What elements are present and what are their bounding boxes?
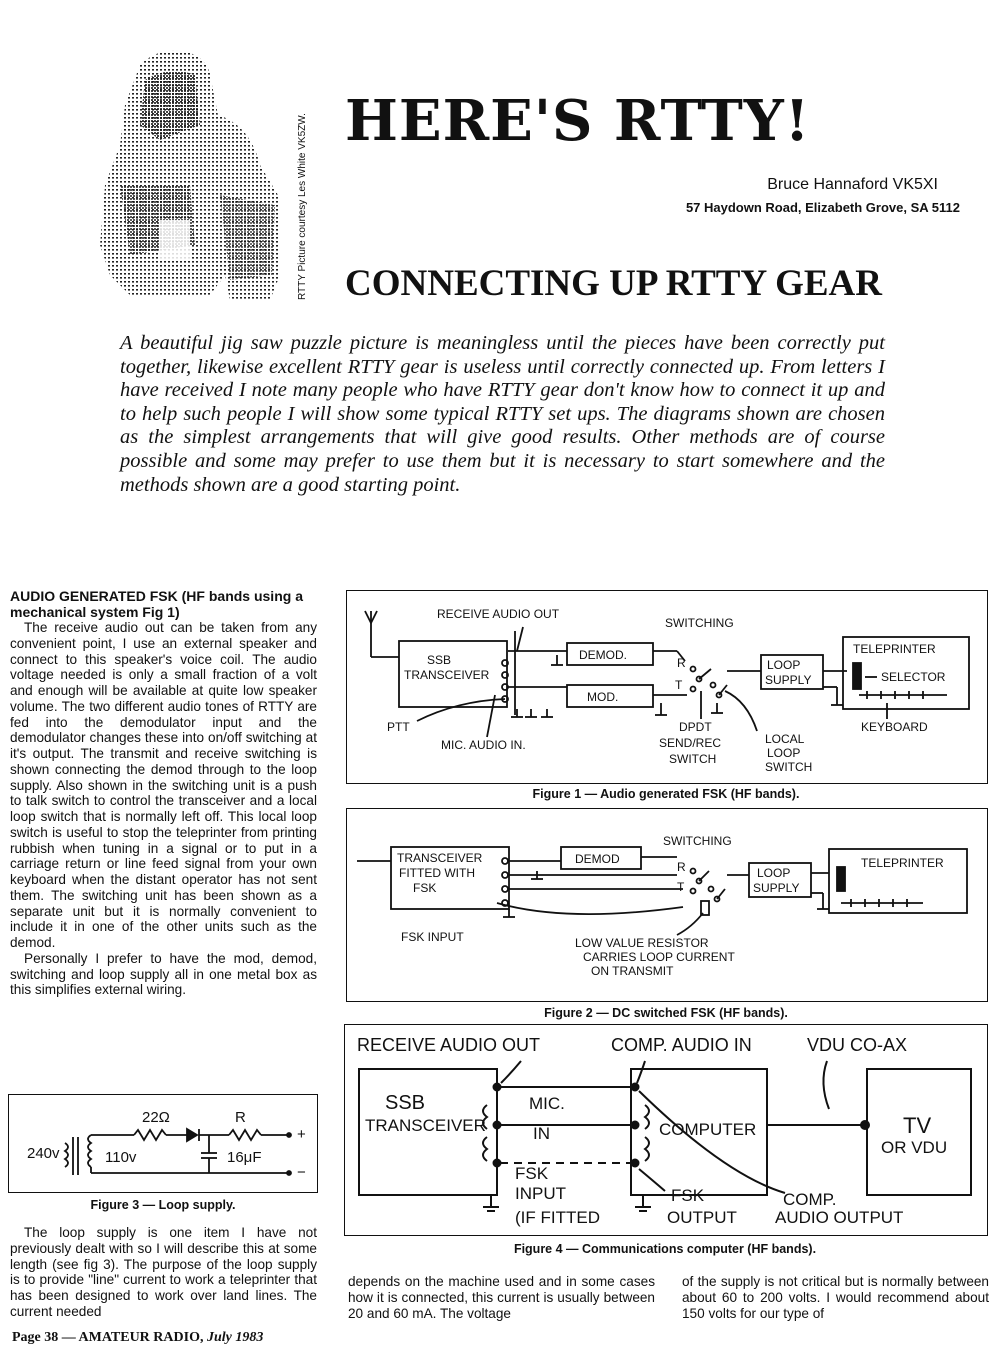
article-subtitle: CONNECTING UP RTTY GEAR <box>345 263 882 304</box>
label-fsk: FSK <box>413 881 436 895</box>
page-footer: Page 38 — AMATEUR RADIO, July 1983 <box>12 1330 263 1346</box>
label-teleprinter: TELEPRINTER <box>861 856 944 870</box>
label-comp-audio-output-1: COMP. <box>783 1190 837 1209</box>
label-mod: MOD. <box>587 690 618 704</box>
label-t: T <box>677 880 685 894</box>
label-22ohm: 22Ω <box>142 1109 170 1126</box>
body-paragraph: The loop supply is one item I have not p… <box>10 1225 317 1319</box>
label-switch: SWITCH <box>669 752 716 766</box>
label-r: R <box>235 1109 246 1126</box>
figure-3-caption: Figure 3 — Loop supply. <box>90 1198 236 1212</box>
label-tv: TV <box>903 1113 931 1138</box>
article-title: HERE'S RTTY! <box>345 88 811 154</box>
label-local: LOCAL <box>765 732 805 746</box>
label-send-rec: SEND/REC <box>659 736 721 750</box>
label-selector: SELECTOR <box>881 670 946 684</box>
label-low-value-resistor: LOW VALUE RESISTOR <box>575 936 709 950</box>
label-in: IN <box>533 1124 550 1143</box>
label-r: R <box>677 860 686 874</box>
label-dpdt: DPDT <box>679 720 712 734</box>
label-supply: SUPPLY <box>765 673 811 687</box>
picture-credit: RTTY Picture courtesy Les White VK5ZW. <box>297 113 308 300</box>
label-fitted-with: FITTED WITH <box>399 866 475 880</box>
label-r: R <box>677 656 686 670</box>
label-transceiver: TRANSCEIVER <box>365 1116 486 1135</box>
column-3: of the supply is not critical but is nor… <box>682 1274 989 1321</box>
author-address: 57 Haydown Road, Elizabeth Grove, SA 511… <box>685 200 960 215</box>
label-transceiver: TRANSCEIVER <box>397 851 483 865</box>
label-comp-audio-output-2: AUDIO OUTPUT <box>775 1208 903 1227</box>
label-fsk-input-1: FSK <box>515 1164 549 1183</box>
label-receive-audio-out: RECEIVE AUDIO OUT <box>437 607 560 621</box>
label-loop-2: LOOP <box>767 746 800 760</box>
label-switching: SWITCHING <box>663 834 732 848</box>
label-mic-audio-in: MIC. AUDIO IN. <box>441 738 526 752</box>
footer-date: July 1983 <box>206 1330 264 1345</box>
body-paragraph: The receive audio out can be taken from … <box>10 620 317 950</box>
label-110v: 110v <box>105 1149 137 1166</box>
label-carries-loop-current: CARRIES LOOP CURRENT <box>583 950 735 964</box>
label-demod: DEMOD. <box>579 648 627 662</box>
label-fsk-input-2: INPUT <box>515 1184 566 1203</box>
label-vdu-coax: VDU CO-AX <box>807 1035 907 1055</box>
label-computer: COMPUTER <box>659 1120 756 1139</box>
intro-paragraph: A beautiful jig saw puzzle picture is me… <box>120 332 885 496</box>
column-1: AUDIO GENERATED FSK (HF bands using a me… <box>10 588 317 998</box>
author-name: Bruce Hannaford VK5XI <box>767 176 938 193</box>
label-on-transmit: ON TRANSMIT <box>591 964 674 978</box>
label-ptt: PTT <box>387 720 410 734</box>
label-switch-2: SWITCH <box>765 760 812 774</box>
label-comp-audio-in: COMP. AUDIO IN <box>611 1035 752 1055</box>
label-keyboard: KEYBOARD <box>861 720 928 734</box>
footer-page: Page 38 — AMATEUR RADIO, <box>12 1330 204 1345</box>
label-demod: DEMOD <box>575 852 620 866</box>
label-fsk-output-1: FSK <box>671 1186 705 1205</box>
label-fsk-input: FSK INPUT <box>401 930 464 944</box>
label-transceiver: TRANSCEIVER <box>404 668 490 682</box>
figure-2-caption: Figure 2 — DC switched FSK (HF bands). <box>544 1006 788 1020</box>
label-16uf: 16μF <box>227 1149 262 1166</box>
figure-4: RECEIVE AUDIO OUT COMP. AUDIO IN VDU CO-… <box>344 1024 988 1236</box>
label-ssb: SSB <box>427 653 451 667</box>
label-loop: LOOP <box>767 658 800 672</box>
figure-2: TRANSCEIVER FITTED WITH FSK DEMOD SWITCH… <box>346 808 988 1002</box>
section-heading: AUDIO GENERATED FSK (HF bands using a me… <box>10 588 303 620</box>
figure-1: SSB TRANSCEIVER DEMOD. MOD. R T LOOP SUP… <box>346 590 988 784</box>
label-or-vdu: OR VDU <box>881 1138 947 1157</box>
label-t: T <box>675 678 683 692</box>
label-mic: MIC. <box>529 1094 565 1113</box>
figure-3: 240v 22Ω R 110v 16μF + − <box>8 1094 318 1193</box>
label-fsk-input-3: (IF FITTED <box>515 1208 600 1227</box>
rtty-ascii-picture <box>100 45 280 310</box>
label-minus: − <box>297 1164 306 1181</box>
label-fsk-output-2: OUTPUT <box>667 1208 737 1227</box>
label-switching: SWITCHING <box>665 616 734 630</box>
label-teleprinter: TELEPRINTER <box>853 642 936 656</box>
body-paragraph: Personally I prefer to have the mod, dem… <box>10 950 317 998</box>
column-1-bottom: The loop supply is one item I have not p… <box>10 1225 317 1320</box>
label-loop: LOOP <box>757 866 790 880</box>
figure-4-caption: Figure 4 — Communications computer (HF b… <box>513 1242 817 1256</box>
label-supply: SUPPLY <box>753 881 799 895</box>
label-receive-audio-out: RECEIVE AUDIO OUT <box>357 1035 540 1055</box>
label-240v: 240v <box>27 1145 60 1162</box>
figure-1-caption: Figure 1 — Audio generated FSK (HF bands… <box>532 787 800 801</box>
label-plus: + <box>297 1126 306 1143</box>
label-ssb: SSB <box>385 1092 425 1114</box>
column-2: depends on the machine used and in some … <box>348 1274 655 1321</box>
